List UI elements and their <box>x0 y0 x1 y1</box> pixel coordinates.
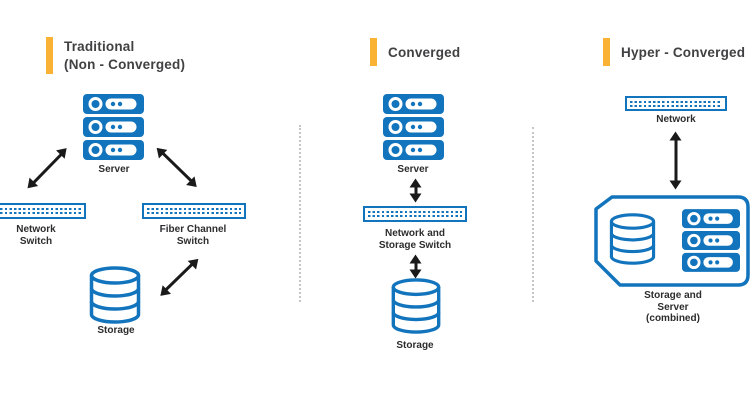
network-storage-switch-label: Network and Storage Switch <box>378 228 452 251</box>
heading-converged-title: Converged <box>388 44 461 60</box>
heading-converged: Converged <box>370 38 460 66</box>
server-label: Server <box>98 164 130 175</box>
storage-label: Storage <box>97 325 135 336</box>
heading-traditional-title: Traditional (Non - Converged) <box>64 39 186 72</box>
storage-label: Storage <box>396 340 434 351</box>
heading-accent-bar <box>603 38 610 66</box>
network-label: Network <box>656 114 696 125</box>
double-arrow-icon <box>410 254 423 278</box>
heading-accent-bar <box>370 38 377 66</box>
double-arrow-icon <box>670 131 683 189</box>
double-arrow-icon <box>410 178 423 202</box>
fiber-channel-switch-icon <box>142 203 246 219</box>
server-stack-icon <box>682 207 740 274</box>
double-arrow-icon <box>23 143 71 192</box>
double-arrow-icon <box>155 253 202 299</box>
heading-traditional: Traditional (Non - Converged) <box>46 37 185 74</box>
server-stack-icon <box>83 94 144 160</box>
heading-hyper-converged-title: Hyper - Converged <box>621 44 746 60</box>
network-storage-switch-icon <box>363 206 467 222</box>
storage-cylinder-icon <box>89 266 141 324</box>
fiber-channel-switch-label: Fiber Channel Switch <box>159 224 227 247</box>
heading-accent-bar <box>46 37 53 74</box>
server-stack-icon <box>383 94 444 160</box>
heading-hyper-converged: Hyper - Converged <box>603 38 745 66</box>
server-label: Server <box>397 164 429 175</box>
network-switch-icon <box>625 96 727 111</box>
storage-server-combined-label: Storage and Server (combined) <box>644 290 702 324</box>
column-divider <box>532 127 534 302</box>
network-switch-icon <box>0 203 86 219</box>
column-divider <box>299 125 301 302</box>
double-arrow-icon <box>152 142 201 190</box>
storage-cylinder-icon <box>389 278 443 334</box>
storage-cylinder-icon <box>607 213 658 265</box>
network-switch-label: Network Switch <box>16 224 56 247</box>
